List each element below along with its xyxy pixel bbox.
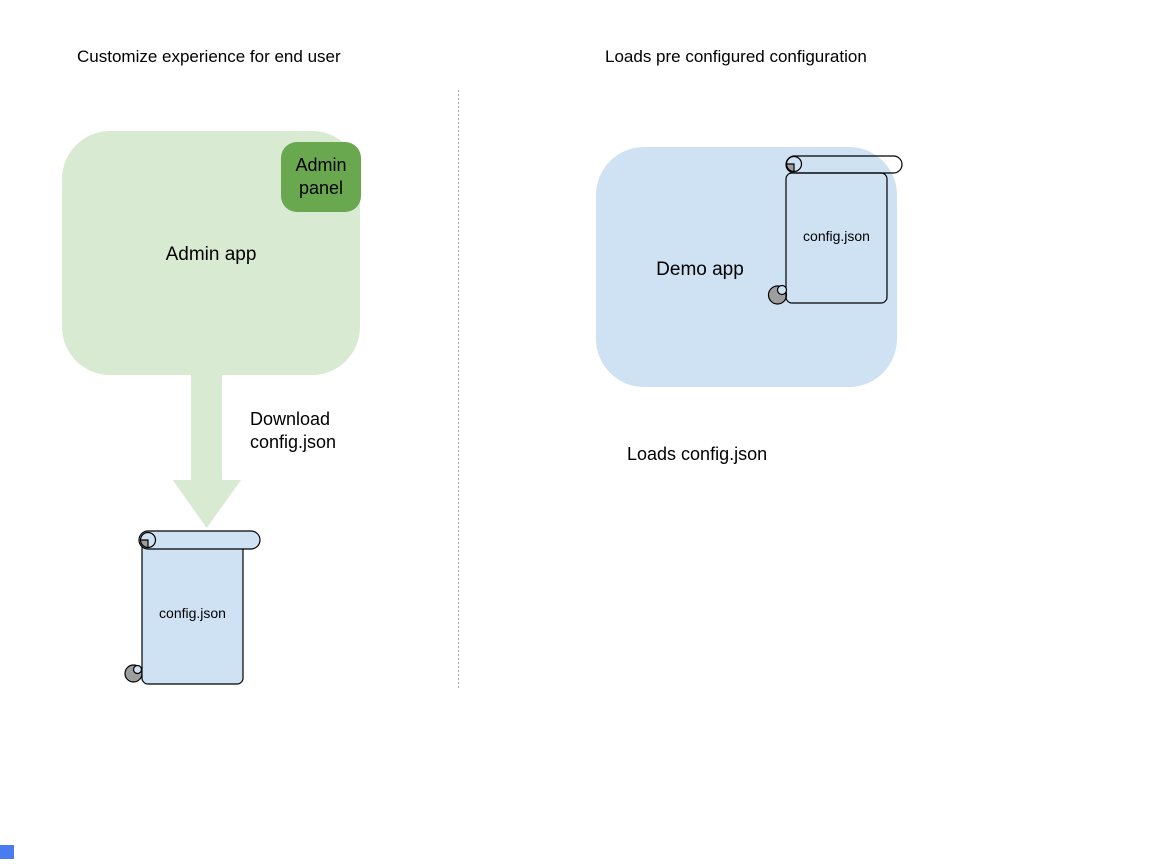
loads-config-caption: Loads config.json	[627, 444, 768, 464]
admin-app-label: Admin app	[165, 244, 257, 265]
config-json-label-right: config.json	[803, 228, 870, 244]
admin-panel-badge: Admin panel	[281, 142, 361, 212]
section-title-left: Customize experience for end user	[77, 47, 341, 66]
demo-app-label: Demo app	[656, 259, 744, 280]
section-title-right: Loads pre configured configuration	[605, 47, 867, 66]
demo-app-box	[596, 147, 897, 387]
admin-panel-label: Admin panel	[295, 155, 347, 198]
config-json-scroll-icon-right	[767, 155, 903, 305]
config-json-label: config.json	[159, 605, 226, 621]
download-arrow-label: Download config.json	[250, 409, 337, 452]
section-divider	[458, 90, 459, 688]
corner-accent-square	[0, 845, 14, 859]
download-arrow-icon	[172, 375, 241, 528]
config-json-scroll-icon	[124, 530, 261, 685]
